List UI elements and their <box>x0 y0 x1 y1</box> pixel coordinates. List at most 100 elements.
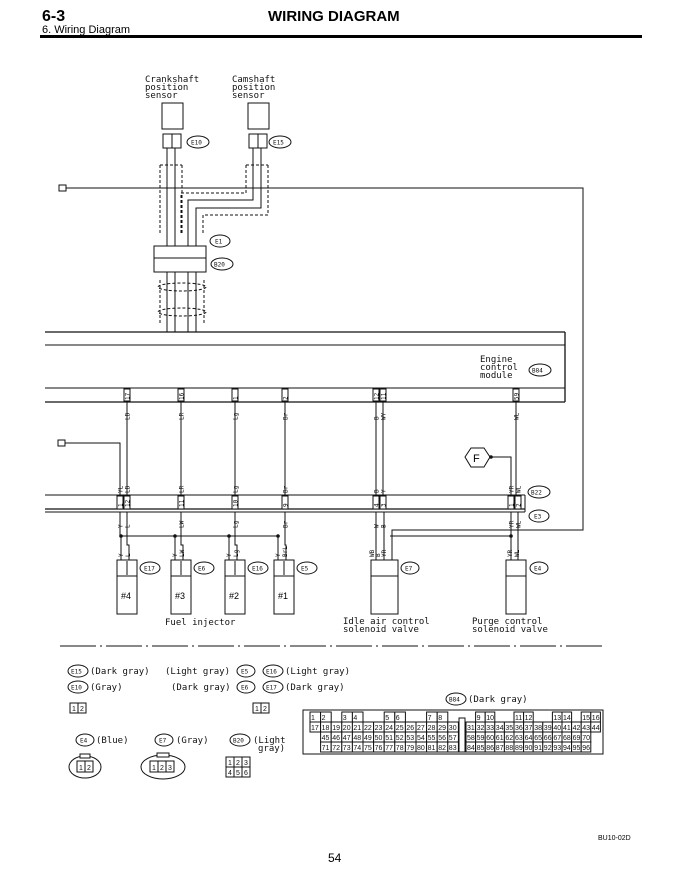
svg-text:Crankshaft: Crankshaft <box>145 75 199 85</box>
pin-number: 1 <box>255 706 259 713</box>
ecm-pin-number: 16 <box>592 715 600 722</box>
wire-color: Y <box>226 553 233 557</box>
b22-pin <box>507 495 515 510</box>
pin-number: 5 <box>236 770 240 777</box>
ecm-pin-number: 92 <box>544 745 552 752</box>
b22-pin-number: 3 <box>381 503 388 507</box>
e3-wires: 1YLY12LBL11LRLW10LgLg9BrBr4BW3YB1YRYR2WL… <box>116 485 523 528</box>
b22-pin <box>177 495 185 510</box>
ecm-pin-number: 30 <box>449 725 457 732</box>
svg-text:(Light: (Light <box>253 736 286 746</box>
ecm-pin-number: 35 <box>505 725 513 732</box>
b22-wire-color: Lg <box>233 485 240 493</box>
ecm-pin <box>512 388 520 402</box>
ecm-pin-number: 93 <box>553 745 561 752</box>
pin-number: 2 <box>80 706 84 713</box>
ecm-pin-number: 42 <box>573 725 581 732</box>
ecm-pin-number: 36 <box>515 725 523 732</box>
ecm-pin-number: 80 <box>417 745 425 752</box>
ecm-pin-number: 38 <box>534 725 542 732</box>
ecm-pin <box>590 721 601 733</box>
ecm-pin-number: 51 <box>385 735 393 742</box>
svg-text:F: F <box>473 453 480 465</box>
svg-text:Purge control: Purge control <box>472 617 542 627</box>
svg-text:(Dark gray): (Dark gray) <box>285 683 345 693</box>
off-page-ref-2 <box>57 439 66 447</box>
ecm-pin-number: 23 <box>375 725 383 732</box>
ecm-pin <box>123 388 131 402</box>
e3-wire-color: YR <box>509 520 516 528</box>
svg-text:(Dark gray): (Dark gray) <box>171 683 231 693</box>
connector-pin <box>165 760 175 773</box>
ecm-pin-number: 91 <box>534 745 542 752</box>
ecm-pin-number: 46 <box>332 735 340 742</box>
ecm-pin-number: 37 <box>525 725 533 732</box>
ecm-pin-number: 66 <box>544 735 552 742</box>
ecm-pin <box>177 388 185 402</box>
injector-connector: E5 <box>301 566 309 573</box>
wire-color: YR <box>381 549 388 557</box>
e3-wire-color: L <box>125 524 132 528</box>
ecm-pin-number: 2 <box>322 715 326 722</box>
pin-number: 2 <box>87 765 91 772</box>
ecm-pin-number: 94 <box>563 745 571 752</box>
ecm-pin-number: 96 <box>582 745 590 752</box>
ecm-pin-number: 67 <box>553 735 561 742</box>
ecm-pin-number: 15 <box>582 715 590 722</box>
ecm-pin-number: 52 <box>396 735 404 742</box>
pin-number: 1 <box>72 706 76 713</box>
ecm-pin <box>372 388 380 402</box>
ecm-wire-color: WL <box>514 412 521 420</box>
ecm-pin-number: 26 <box>406 725 414 732</box>
e3-wire-color: Lg <box>233 520 240 528</box>
svg-text:control: control <box>480 363 518 373</box>
ecm-wire-color: Lg <box>233 412 240 420</box>
svg-text:solenoid valve: solenoid valve <box>343 625 419 635</box>
b22-pin <box>281 495 289 510</box>
camshaft-sensor: Camshaft position sensor E15 <box>232 75 292 149</box>
wire-color: WL <box>514 549 521 557</box>
b22-wire-color: Y <box>381 489 388 493</box>
ecm-pin-number: 18 <box>322 725 330 732</box>
ecm-pin <box>447 741 459 753</box>
page-number: 54 <box>328 851 342 865</box>
wire-color: Y <box>172 553 179 557</box>
wire-color: BrL <box>282 546 289 557</box>
ecm-pin-number: 3 <box>343 715 347 722</box>
ecm-pin-number: 33 <box>486 725 494 732</box>
b22-pin <box>514 495 522 510</box>
ecm-pin-number: 49 <box>364 735 372 742</box>
ecm-pin-number: 54 <box>417 735 425 742</box>
svg-text:E4: E4 <box>80 738 88 745</box>
common-y-wire <box>119 512 278 537</box>
injector-connector: E6 <box>198 566 206 573</box>
svg-text:module: module <box>480 371 513 381</box>
ecm-pin-number: 60 <box>486 735 494 742</box>
ecm-pin <box>281 388 289 402</box>
ecm-pin-number: 95 <box>573 745 581 752</box>
e3-wire-color: W <box>374 524 381 528</box>
svg-text:E16: E16 <box>266 669 277 676</box>
ecm-pin-number: 8 <box>438 715 442 722</box>
page-title: WIRING DIAGRAM <box>268 8 400 25</box>
ecm-pin-number: 29 <box>438 725 446 732</box>
b22-pin <box>123 495 131 510</box>
ecm-pin-number: 31 <box>467 725 475 732</box>
ecm-pin-number: 77 <box>385 745 393 752</box>
injector-connector: E16 <box>252 566 263 573</box>
ecm-pin-number: 16 <box>179 392 186 400</box>
ecm-pin-number: 1 <box>311 715 315 722</box>
pin-number: 2 <box>236 760 240 767</box>
svg-text:E10: E10 <box>71 685 82 692</box>
svg-text:E4: E4 <box>534 566 542 573</box>
crankshaft-sensor: Crankshaft position sensor E10 <box>145 75 210 149</box>
ecm-pin-number: 4 <box>353 715 357 722</box>
ecm-pin-number: 86 <box>486 745 494 752</box>
svg-text:B20: B20 <box>214 262 225 269</box>
svg-text:sensor: sensor <box>145 91 178 101</box>
ecm-pin-number: 40 <box>553 725 561 732</box>
